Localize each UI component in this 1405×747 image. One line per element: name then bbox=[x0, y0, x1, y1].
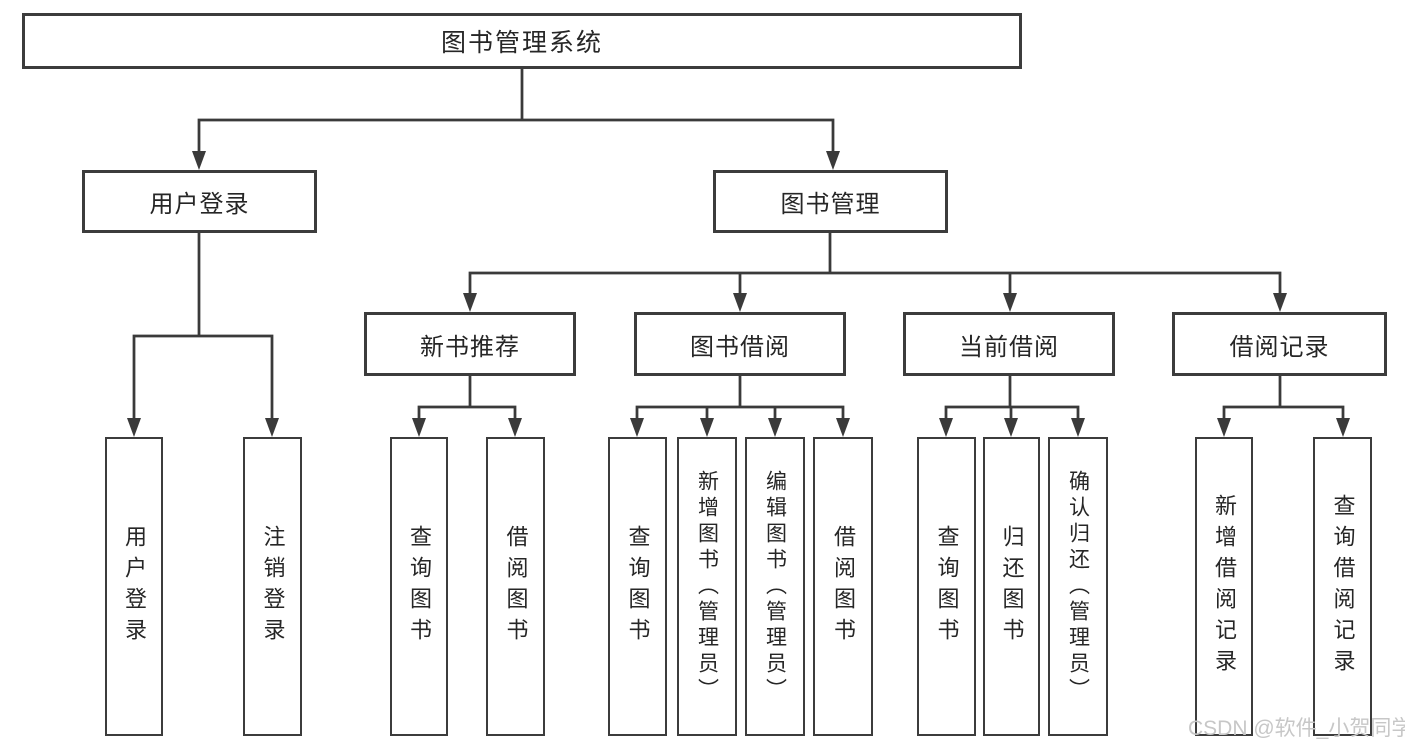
arrowheads bbox=[127, 151, 1350, 437]
leaf-logout: 注销登录 bbox=[243, 437, 302, 736]
leaf-user-login: 用户登录 bbox=[105, 437, 163, 736]
leaf-query-books-current: 查询图书 bbox=[917, 437, 976, 736]
leaf-confirm-return-admin: 确认归还（管理员） bbox=[1048, 437, 1108, 736]
node-library-management-system: 图书管理系统 bbox=[22, 13, 1022, 69]
leaf-query-books-recommend: 查询图书 bbox=[390, 437, 448, 736]
node-label: 图书借阅 bbox=[690, 333, 790, 361]
leaf-label: 用户登录 bbox=[122, 524, 147, 649]
leaf-label: 注销登录 bbox=[260, 524, 286, 649]
leaf-label: 查询借阅记录 bbox=[1330, 493, 1356, 680]
leaf-borrow-books-borrow: 借阅图书 bbox=[813, 437, 873, 736]
node-label: 图书管理系统 bbox=[440, 29, 603, 57]
leaf-label: 归还图书 bbox=[999, 524, 1025, 649]
node-label: 新书推荐 bbox=[420, 333, 520, 361]
leaf-label: 查询图书 bbox=[934, 524, 960, 649]
node-borrowing-records: 借阅记录 bbox=[1172, 312, 1387, 376]
node-label: 图书管理 bbox=[780, 191, 881, 218]
leaf-label: 借阅图书 bbox=[831, 524, 856, 649]
leaf-label: 新增图书（管理员） bbox=[695, 469, 719, 704]
leaf-query-books-borrow: 查询图书 bbox=[608, 437, 667, 736]
node-label: 借阅记录 bbox=[1229, 333, 1330, 361]
leaf-label: 新增借阅记录 bbox=[1212, 493, 1237, 680]
leaf-label: 查询图书 bbox=[625, 524, 651, 649]
node-book-borrowing: 图书借阅 bbox=[634, 312, 846, 376]
node-label: 用户登录 bbox=[149, 191, 250, 218]
node-new-book-recommend: 新书推荐 bbox=[364, 312, 576, 376]
leaf-label: 编辑图书（管理员） bbox=[763, 469, 787, 704]
leaf-add-book-admin: 新增图书（管理员） bbox=[677, 437, 737, 736]
node-current-borrowing: 当前借阅 bbox=[903, 312, 1115, 376]
leaf-return-books: 归还图书 bbox=[983, 437, 1040, 736]
node-label: 当前借阅 bbox=[959, 333, 1059, 361]
csdn-watermark: CSDN @软件_小贺同学 bbox=[1188, 717, 1405, 740]
leaf-label: 确认归还（管理员） bbox=[1066, 469, 1090, 704]
node-user-login: 用户登录 bbox=[82, 170, 317, 233]
leaf-query-borrow-record: 查询借阅记录 bbox=[1313, 437, 1372, 736]
leaf-label: 借阅图书 bbox=[503, 524, 529, 649]
node-book-management: 图书管理 bbox=[713, 170, 948, 233]
leaf-edit-book-admin: 编辑图书（管理员） bbox=[745, 437, 805, 736]
leaf-label: 查询图书 bbox=[407, 524, 432, 649]
leaf-borrow-books-recommend: 借阅图书 bbox=[486, 437, 545, 736]
leaf-add-borrow-record: 新增借阅记录 bbox=[1195, 437, 1253, 736]
